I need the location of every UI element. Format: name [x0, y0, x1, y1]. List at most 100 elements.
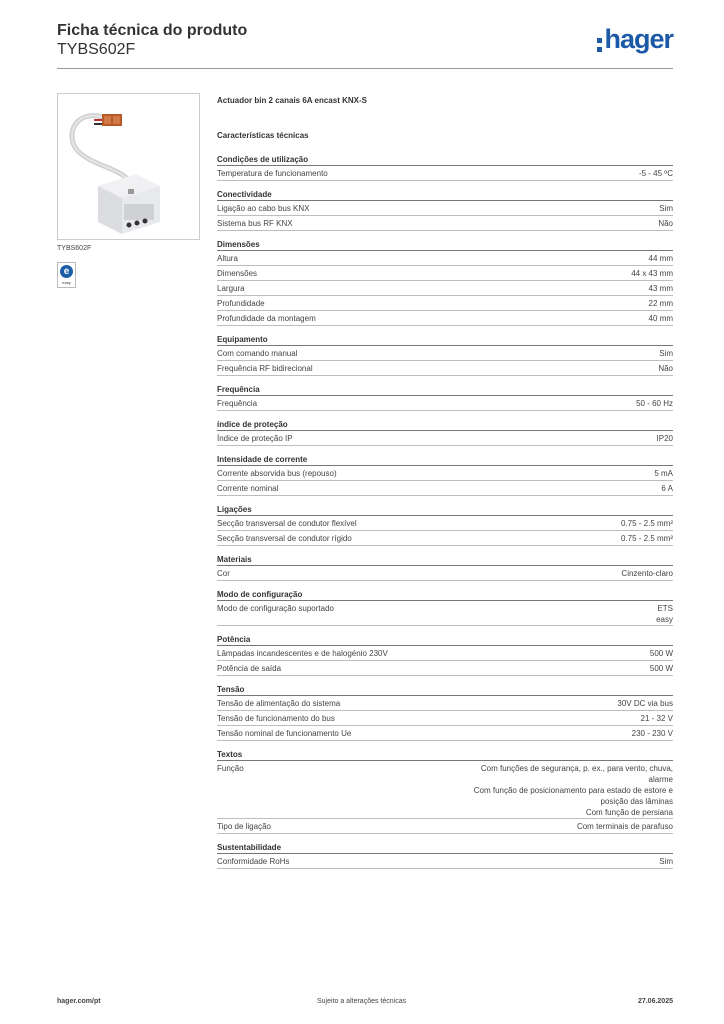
spec-value: 50 - 60 Hz: [636, 396, 673, 410]
spec-row: Sistema bus RF KNX Não: [217, 216, 673, 231]
spec-value: Sim: [659, 854, 673, 868]
spec-value-line: 22 mm: [648, 299, 673, 308]
spec-value-line: Não: [658, 364, 673, 373]
spec-value: 230 - 230 V: [632, 726, 673, 740]
spec-value-line: posição das lâminas: [600, 797, 673, 806]
spec-label: Tipo de ligação: [217, 822, 271, 831]
spec-value: Com terminais de parafuso: [577, 819, 673, 833]
spec-label: Frequência: [217, 399, 258, 408]
spec-label: Largura: [217, 284, 245, 293]
product-code: TYBS602F: [57, 41, 136, 58]
spec-value-line: Com função de persiana: [585, 808, 673, 817]
spec-row: Ligação ao cabo bus KNX Sim: [217, 201, 673, 216]
spec-group-title: Dimensões: [217, 239, 673, 251]
spec-value: 30V DC via bus: [617, 696, 673, 710]
spec-value: 21 - 32 V: [641, 711, 673, 725]
spec-value: Sim: [659, 346, 673, 360]
spec-content: Actuador bin 2 canais 6A encast KNX-S Ca…: [217, 96, 673, 877]
document-title: Ficha técnica do produto: [57, 22, 248, 39]
spec-label: Tensão nominal de funcionamento Ue: [217, 729, 352, 738]
spec-value: 22 mm: [649, 296, 673, 310]
hager-logo[interactable]: hager: [597, 24, 674, 57]
spec-value-line: 500 W: [649, 649, 673, 658]
header-divider: [57, 68, 673, 69]
spec-group-title: Conectividade: [217, 189, 673, 201]
spec-group-title: Textos: [217, 749, 673, 761]
section-heading: Características técnicas: [217, 131, 309, 140]
spec-value: 44 mm: [649, 251, 673, 265]
knx-actuator-illustration: [69, 113, 160, 234]
spec-group-title: Modo de configuração: [217, 589, 673, 601]
spec-row: Lâmpadas incandescentes e de halogénio 2…: [217, 646, 673, 661]
easy-label: easy: [62, 280, 71, 285]
spec-value: Com funções de segurança, p. ex., para v…: [474, 761, 673, 818]
spec-row: Frequência 50 - 60 Hz: [217, 396, 673, 411]
spec-group-title: Ligações: [217, 504, 673, 516]
spec-group-title: Materiais: [217, 554, 673, 566]
logo-dots-icon: [597, 38, 603, 52]
spec-row: Tensão nominal de funcionamento Ue 230 - …: [217, 726, 673, 741]
spec-label: Corrente nominal: [217, 484, 279, 493]
spec-row: Cor Cinzento-claro: [217, 566, 673, 581]
spec-group-title: Equipamento: [217, 334, 673, 346]
easy-icon: e: [60, 265, 73, 278]
product-image: [57, 93, 200, 240]
spec-group-title: Potência: [217, 634, 673, 646]
spec-row: Função Com funções de segurança, p. ex., …: [217, 761, 673, 819]
spec-value-line: 44 x 43 mm: [631, 269, 673, 278]
spec-value: Sim: [659, 201, 673, 215]
spec-value-line: 6 A: [661, 484, 673, 493]
spec-label: Ligação ao cabo bus KNX: [217, 204, 310, 213]
footer-website-link[interactable]: hager.com/pt: [57, 998, 101, 1005]
spec-value-line: 0.75 - 2.5 mm²: [620, 519, 673, 528]
spec-value: Não: [658, 216, 673, 230]
spec-row: Corrente nominal 6 A: [217, 481, 673, 496]
spec-value-line: easy: [656, 615, 673, 624]
spec-row: Conformidade RoHs Sim: [217, 854, 673, 869]
spec-row: Tipo de ligação Com terminais de parafuso: [217, 819, 673, 834]
easy-badge: e easy: [57, 262, 76, 288]
spec-row: Tensão de funcionamento do bus 21 - 32 V: [217, 711, 673, 726]
spec-value: Cinzento-claro: [621, 566, 673, 580]
spec-label: Sistema bus RF KNX: [217, 219, 293, 228]
spec-value-line: 30V DC via bus: [617, 699, 673, 708]
spec-value-line: Sim: [659, 204, 673, 213]
spec-value-line: IP20: [656, 434, 673, 443]
spec-value: 44 x 43 mm: [631, 266, 673, 280]
spec-value: 40 mm: [649, 311, 673, 325]
spec-label: Tensão de funcionamento do bus: [217, 714, 335, 723]
spec-value: 43 mm: [649, 281, 673, 295]
spec-row: Tensão de alimentação do sistema 30V DC v…: [217, 696, 673, 711]
spec-group-title: índice de proteção: [217, 419, 673, 431]
spec-label: Cor: [217, 569, 230, 578]
spec-value-line: Sim: [659, 857, 673, 866]
spec-label: Função: [217, 764, 244, 773]
spec-label: Lâmpadas incandescentes e de halogénio 2…: [217, 649, 388, 658]
spec-value: IP20: [657, 431, 673, 445]
spec-value-line: Com função de posicionamento para estado…: [473, 786, 673, 795]
spec-value-line: -5 - 45 ºC: [638, 169, 673, 178]
spec-label: Conformidade RoHs: [217, 857, 290, 866]
spec-value-line: Não: [658, 219, 673, 228]
spec-value-line: 43 mm: [648, 284, 673, 293]
spec-group-title: Tensão: [217, 684, 673, 696]
spec-group-title: Sustentabilidade: [217, 842, 673, 854]
spec-group-title: Frequência: [217, 384, 673, 396]
spec-label: Tensão de alimentação do sistema: [217, 699, 341, 708]
